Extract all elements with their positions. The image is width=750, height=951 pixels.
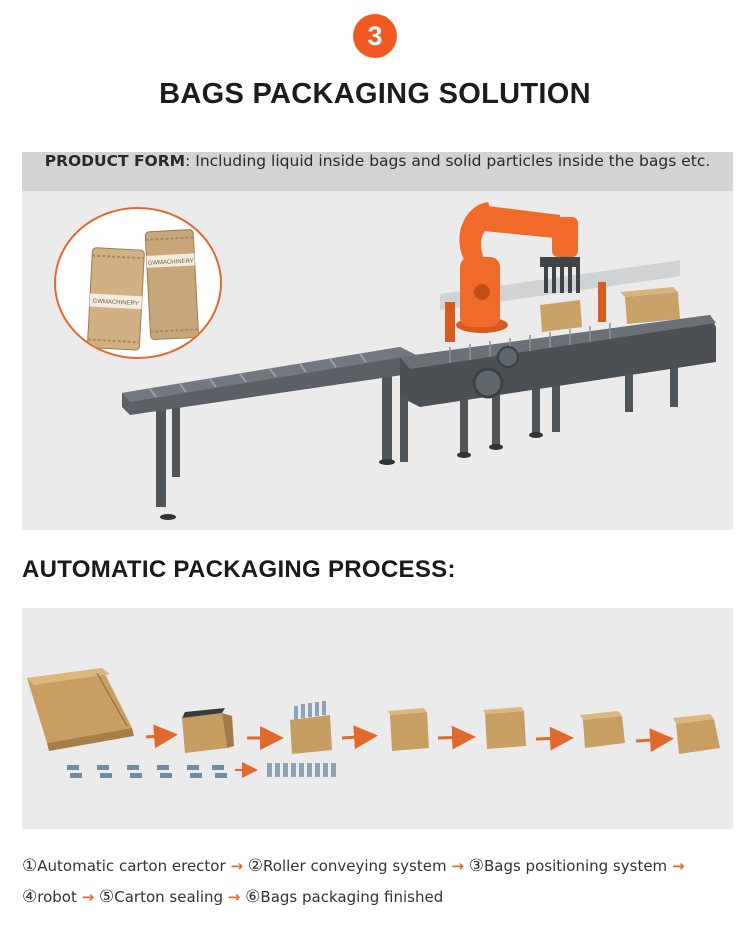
filled-carton-a: [388, 708, 429, 751]
process-section-title: AUTOMATIC PACKAGING PROCESS:: [22, 556, 456, 583]
step-6: ⑥Bags packaging finished: [245, 887, 444, 907]
bag-illustration: GWMACHINERY GWMACHINERY: [87, 229, 199, 351]
product-panel: PRODUCT FORM: Including liquid inside ba…: [22, 152, 733, 530]
arrow-4: →: [81, 888, 95, 906]
process-steps: ①Automatic carton erector → ②Roller conv…: [22, 851, 734, 913]
process-illustration: [27, 668, 720, 778]
erected-carton: [182, 708, 234, 753]
bag-logo-back: GWMACHINERY: [147, 258, 193, 266]
product-form-text: : Including liquid inside bags and solid…: [185, 152, 711, 170]
step-1: ①Automatic carton erector: [22, 856, 226, 876]
page-title: BAGS PACKAGING SOLUTION: [159, 78, 591, 110]
flat-carton-parts: [67, 765, 227, 778]
product-form-bar: PRODUCT FORM: Including liquid inside ba…: [22, 152, 733, 191]
carton-with-bags: [290, 701, 332, 754]
arrow-1: →: [230, 857, 244, 875]
step-number-badge: 3: [353, 14, 397, 58]
step-2: ②Roller conveying system: [247, 856, 447, 876]
finished-carton: [673, 714, 720, 754]
arrow-5: →: [227, 888, 241, 906]
process-panel: [22, 608, 733, 829]
bag-row: [267, 763, 336, 777]
arrow-2: →: [451, 857, 464, 875]
step-4: ④robot: [22, 887, 77, 907]
product-form-label: PRODUCT FORM: [44, 152, 186, 170]
packaging-machine-illustration: [122, 202, 716, 520]
filled-carton-b: [483, 707, 526, 749]
step-5: ⑤Carton sealing: [99, 887, 224, 907]
bag-logo-front: GWMACHINERY: [92, 299, 138, 307]
bags-sample-circle: GWMACHINERY GWMACHINERY: [54, 207, 222, 359]
flat-carton: [27, 668, 134, 751]
sealed-carton-a: [580, 711, 625, 748]
arrow-3: →: [671, 857, 685, 875]
step-3: ③Bags positioning system: [468, 856, 668, 876]
